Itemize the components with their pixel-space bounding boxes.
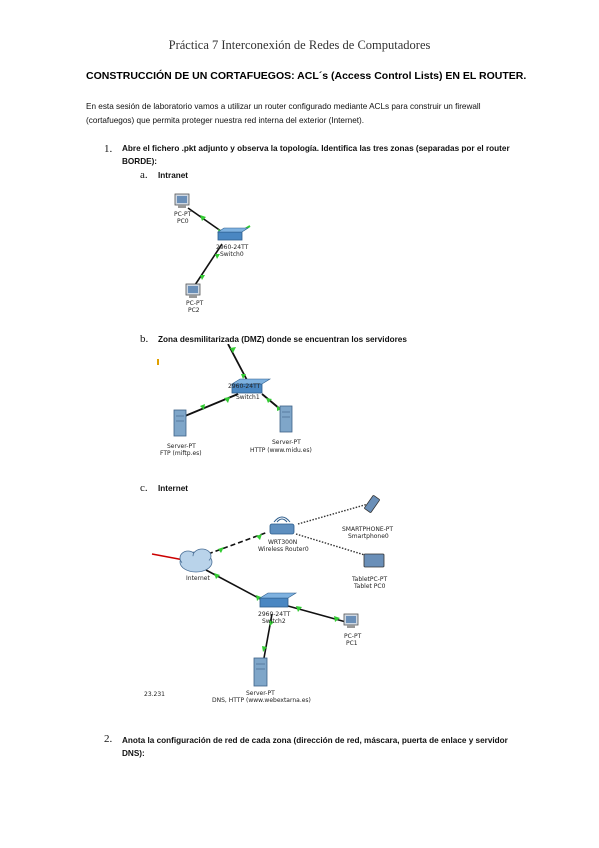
server-ftp-icon: [173, 409, 187, 437]
internet-cloud-icon: [179, 548, 213, 573]
subitem-a-label: Intranet: [158, 171, 189, 180]
switch1-icon: [230, 378, 272, 394]
server-dns-label-name: DNS, HTTP (www.webextarna.es): [212, 697, 311, 704]
pc0-label-name: PC0: [177, 218, 189, 225]
wireless-router-icon: [269, 516, 295, 535]
link-status-icon: [266, 398, 272, 403]
link-status-icon: [256, 595, 261, 601]
document-title: CONSTRUCCIÓN DE UN CORTAFUEGOS: ACL´s (A…: [86, 70, 527, 82]
subitem-c-letter: c.: [140, 482, 148, 494]
server-ftp-label-name: FTP (miftp.es): [160, 450, 202, 457]
server-dns-label-type: Server-PT: [246, 690, 275, 697]
switch1-label-type: 2960-24TT: [228, 383, 261, 390]
link-status-icon: [200, 404, 205, 410]
item-1-number: 1.: [104, 143, 113, 155]
server-dns-icon: [253, 657, 268, 687]
switch0-icon: [217, 227, 249, 241]
pc1-label-name: PC1: [346, 640, 358, 647]
link-external: [151, 553, 185, 561]
intro-paragraph: En esta sesión de laboratorio vamos a ut…: [86, 102, 481, 125]
switch0-label-type: 2960-24TT: [216, 244, 249, 251]
switch1-label-name: Switch1: [236, 394, 260, 401]
wireless-link-tablet: [295, 533, 369, 557]
link-switch1-server-ftp: [184, 393, 239, 417]
pc2-label-type: PC-PT: [186, 300, 204, 307]
switch2-icon: [258, 592, 298, 608]
wireless-label-type: WRT300N: [268, 539, 297, 546]
smartphone-label-name: Smartphone0: [348, 533, 389, 540]
link-status-icon: [218, 547, 224, 553]
link-status-icon: [215, 254, 220, 259]
side-label: 23.231: [144, 691, 165, 698]
link-status-icon: [200, 215, 206, 221]
switch2-label-name: Switch2: [262, 618, 286, 625]
link-status-icon: [277, 406, 282, 411]
pc0-icon: [174, 193, 190, 208]
cloud-label: Internet: [186, 575, 210, 582]
subitem-a-letter: a.: [140, 169, 148, 181]
edge-marker: [157, 359, 159, 365]
tablet-label-name: Tablet PC0: [353, 583, 386, 590]
link-status-icon: [214, 573, 220, 579]
pc1-icon: [343, 613, 359, 628]
smartphone-icon: [364, 495, 380, 513]
link-cloud-wireless: [207, 531, 269, 555]
internet-diagram: Internet WRT300N Wireless Router0 SMARTP…: [144, 495, 393, 704]
wireless-link-smartphone: [297, 503, 369, 525]
tablet-icon: [363, 553, 385, 568]
item-2-text: Anota la configuración de red de cada zo…: [122, 736, 508, 758]
intranet-diagram: PC-PT PC0 2960-24TT Switch0 PC-PT PC2: [174, 193, 251, 314]
server-ftp-label-type: Server-PT: [167, 443, 196, 450]
wireless-label-name: Wireless Router0: [258, 546, 309, 553]
dmz-diagram: 2960-24TT Switch1 Server-PT FTP (miftp.e…: [157, 344, 312, 457]
link-status-icon: [334, 616, 340, 622]
link-uplink-switch1: [227, 344, 249, 383]
link-status-icon: [200, 275, 205, 280]
link-status-icon: [256, 534, 262, 540]
server-http-label-type: Server-PT: [272, 439, 301, 446]
pc2-icon: [185, 283, 201, 298]
tablet-label-type: TabletPC-PT: [351, 576, 387, 583]
subitem-c-label: Internet: [158, 484, 189, 493]
link-status-icon: [241, 374, 246, 379]
server-http-icon: [279, 405, 293, 433]
switch2-label-type: 2960-24TT: [258, 611, 291, 618]
pc2-label-name: PC2: [188, 307, 200, 314]
item-1-text: Abre el fichero .pkt adjunto y observa l…: [122, 144, 510, 166]
item-2-number: 2.: [104, 733, 113, 745]
server-http-label-name: HTTP (www.midu.es): [250, 447, 312, 454]
link-status-icon: [262, 646, 267, 652]
page-header: Práctica 7 Interconexión de Redes de Com…: [168, 38, 431, 52]
smartphone-label-type: SMARTPHONE-PT: [342, 526, 393, 533]
switch0-label-name: Switch0: [220, 251, 244, 258]
link-status-icon: [224, 397, 230, 403]
link-status-icon: [269, 620, 274, 626]
subitem-b-letter: b.: [140, 333, 149, 345]
link-switch0-pc2: [194, 243, 223, 286]
subitem-b-label: Zona desmilitarizada (DMZ) donde se encu…: [158, 335, 407, 344]
pc0-label-type: PC-PT: [174, 211, 192, 218]
link-status-icon: [296, 606, 302, 612]
link-status-icon: [230, 347, 236, 353]
pc1-label-type: PC-PT: [344, 633, 362, 640]
